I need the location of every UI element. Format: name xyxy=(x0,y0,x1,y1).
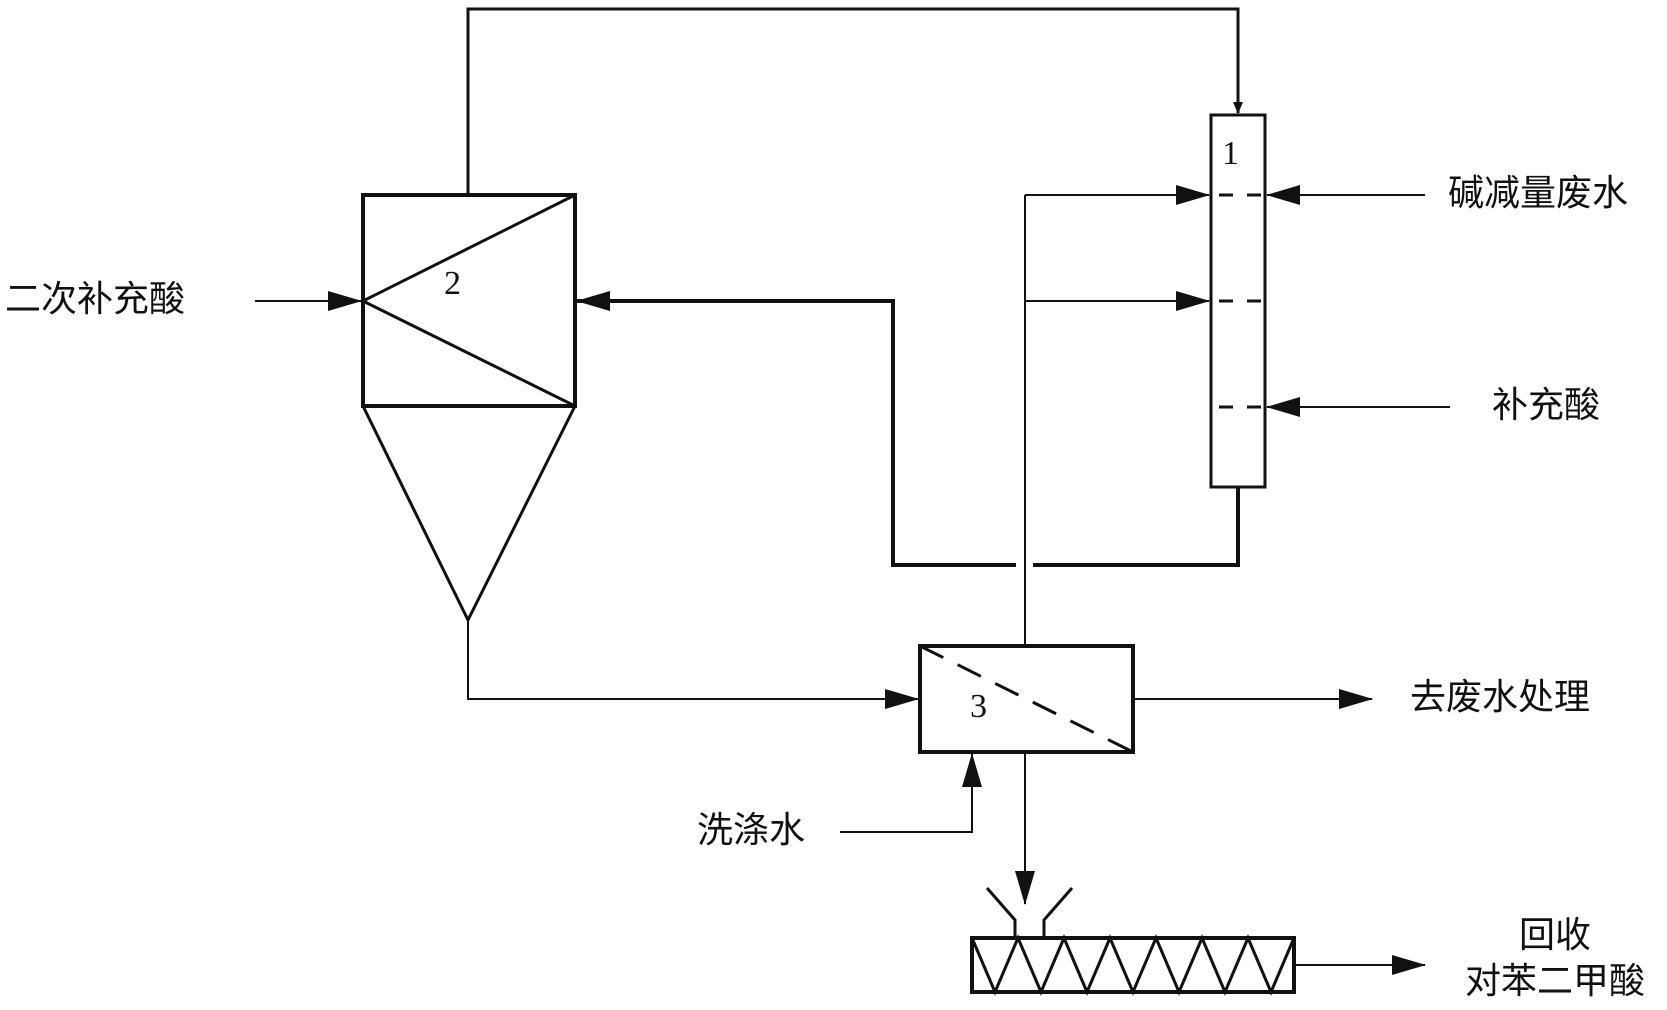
unit-2-reactor xyxy=(361,193,577,624)
label-recover-line1: 回收 xyxy=(1518,915,1591,956)
unit-2-number: 2 xyxy=(444,265,461,302)
column-bottom-return-left xyxy=(576,291,1016,567)
label-recover-line2: 对苯二甲酸 xyxy=(1464,961,1645,1002)
label-makeup-acid: 补充酸 xyxy=(1492,385,1601,426)
label-secondary-makeup-acid: 二次补充酸 xyxy=(5,279,186,320)
unit-3-number: 3 xyxy=(970,688,987,725)
unit-3-filter xyxy=(918,644,1135,754)
screw-conveyor xyxy=(970,887,1296,996)
column-bottom-return-right xyxy=(1033,487,1240,567)
label-alkali-waste-water: 碱减量废水 xyxy=(1448,173,1629,214)
label-to-wastewater-treatment: 去废水处理 xyxy=(1410,677,1591,718)
label-wash-water: 洗涤水 xyxy=(697,810,806,851)
pipelines xyxy=(255,7,1450,975)
overhead-line xyxy=(466,7,1243,195)
unit-1-number: 1 xyxy=(1222,135,1239,172)
wash-water-feed xyxy=(840,753,982,833)
slurry-to-filter xyxy=(467,620,919,709)
